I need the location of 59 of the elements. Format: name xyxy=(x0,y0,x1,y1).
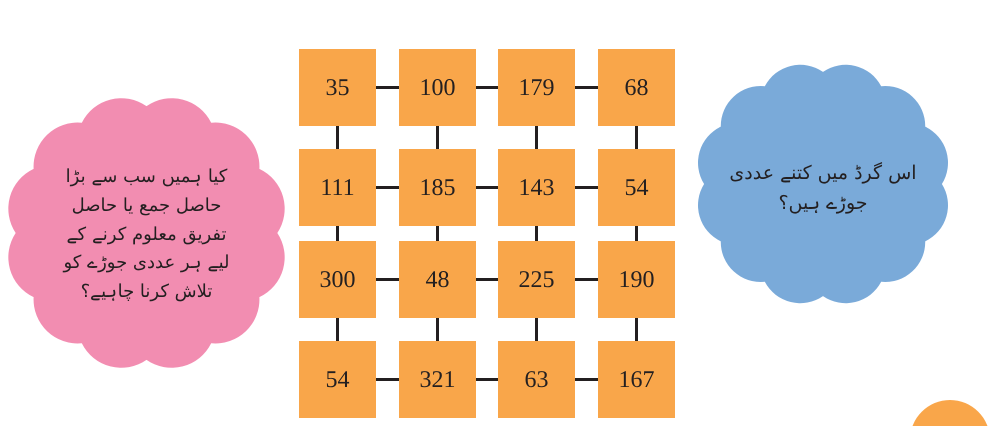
number-text: 68 xyxy=(624,76,648,100)
number-tile xyxy=(598,241,675,318)
number-tile xyxy=(498,49,575,126)
connector-line xyxy=(336,318,339,341)
connector-line xyxy=(336,226,339,241)
connector-line xyxy=(436,126,439,149)
connector-line xyxy=(635,126,638,149)
number-tile xyxy=(498,241,575,318)
connector-line xyxy=(635,226,638,241)
connector-line xyxy=(575,86,598,89)
number-text: 35 xyxy=(326,76,350,100)
connector-line xyxy=(376,278,399,281)
number-tile xyxy=(399,341,476,418)
connector-line xyxy=(376,186,399,189)
connector-line xyxy=(436,318,439,341)
number-text: 48 xyxy=(426,268,450,292)
number-tile xyxy=(299,149,376,226)
cloud-bubble xyxy=(695,62,951,306)
number-text: 54 xyxy=(624,176,648,200)
connector-line xyxy=(575,278,598,281)
question-text: کیا ہمیں سب سے بڑا حاصل جمع یا حاصل تفریق معلوم کرنے کے لیے ہر عددی جوڑے کو تلاش کرنا چاہیے؟ xyxy=(62,165,230,304)
number-text: 190 xyxy=(618,268,654,292)
number-tile xyxy=(399,241,476,318)
number-tile xyxy=(299,341,376,418)
connector-line xyxy=(575,378,598,381)
number-text: 167 xyxy=(618,368,654,392)
number-text: 225 xyxy=(518,268,554,292)
number-tile xyxy=(598,149,675,226)
number-tile xyxy=(498,149,575,226)
question-text: اس گرڈ میں کتنے عددی جوڑے ہیں؟ xyxy=(728,160,918,216)
number-tile xyxy=(399,49,476,126)
connector-line xyxy=(376,86,399,89)
connector-line xyxy=(476,86,498,89)
number-tile xyxy=(498,341,575,418)
connector-line xyxy=(535,318,538,341)
connector-line xyxy=(476,278,498,281)
number-tile xyxy=(299,241,376,318)
connector-line xyxy=(575,186,598,189)
connector-line xyxy=(476,378,498,381)
connector-line xyxy=(376,378,399,381)
number-tile xyxy=(598,49,675,126)
connector-line xyxy=(336,126,339,149)
number-tile xyxy=(399,149,476,226)
number-text: 185 xyxy=(420,176,456,200)
number-text: 143 xyxy=(518,176,554,200)
number-text: 300 xyxy=(320,268,356,292)
number-tile xyxy=(299,49,376,126)
number-text: 111 xyxy=(320,176,355,200)
connector-line xyxy=(476,186,498,189)
number-text: 54 xyxy=(326,368,350,392)
connector-line xyxy=(535,126,538,149)
connector-line xyxy=(436,226,439,241)
number-text: 179 xyxy=(518,76,554,100)
number-text: 321 xyxy=(420,368,456,392)
connector-line xyxy=(535,226,538,241)
connector-line xyxy=(635,318,638,341)
number-text: 100 xyxy=(420,76,456,100)
number-text: 63 xyxy=(524,368,548,392)
number-tile xyxy=(598,341,675,418)
